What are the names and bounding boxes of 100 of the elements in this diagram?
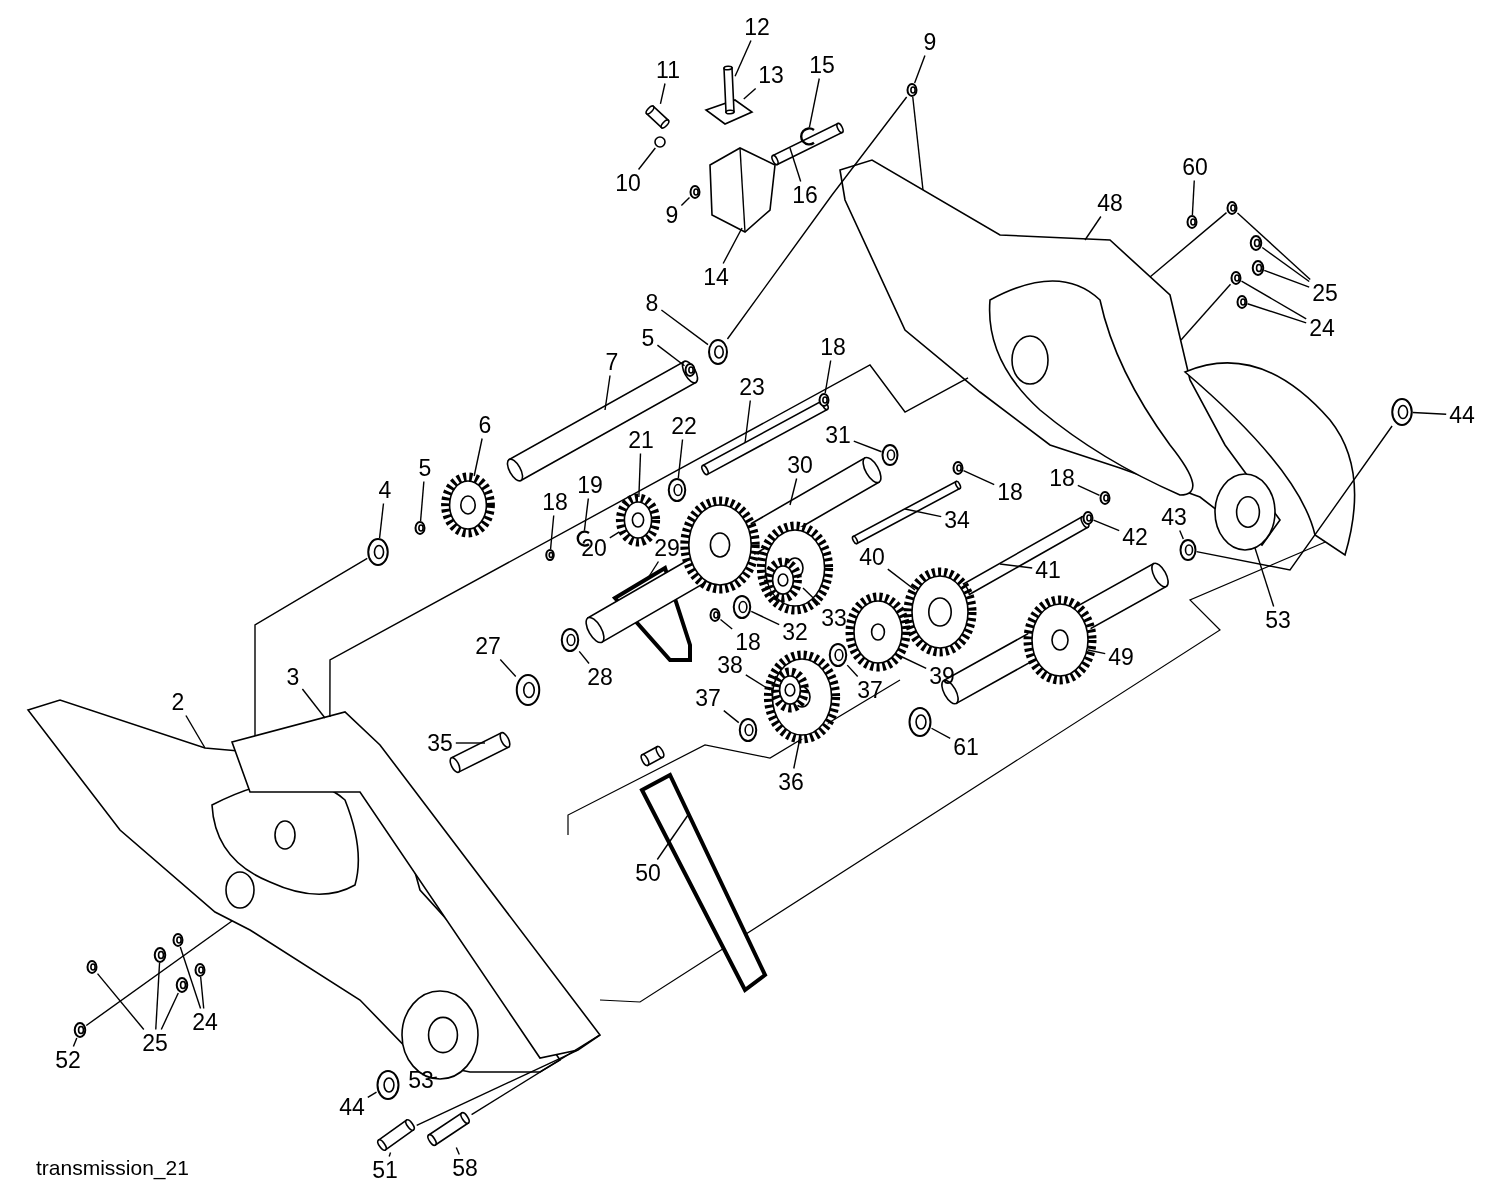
washer	[709, 608, 721, 622]
leader-line	[72, 1037, 78, 1048]
leader-line	[962, 469, 995, 486]
leader-line	[750, 610, 780, 626]
callout-number: 11	[654, 57, 682, 83]
assembly-line	[1195, 425, 1393, 571]
bushing	[667, 478, 687, 502]
callout-number: 28	[585, 664, 615, 690]
bushing	[738, 718, 758, 742]
washer	[952, 461, 964, 475]
spring	[645, 105, 670, 129]
leader-line	[1191, 179, 1195, 216]
callout-number: 31	[823, 422, 853, 448]
leader-line	[1261, 246, 1310, 283]
leader-line	[638, 452, 642, 498]
callout-number: 53	[1263, 607, 1293, 633]
callout-number: 50	[633, 860, 663, 886]
assembly-line	[470, 1034, 601, 1116]
washer	[689, 185, 701, 199]
callout-number: 12	[742, 14, 772, 40]
assembly-line	[1180, 283, 1232, 341]
leader-line	[660, 309, 709, 346]
callout-number: 18	[818, 334, 848, 360]
leader-line	[179, 946, 202, 1010]
callout-number: 42	[1120, 524, 1150, 550]
gear	[441, 472, 495, 538]
leader-line	[301, 688, 326, 719]
sprocket	[845, 592, 911, 672]
nut	[73, 1022, 87, 1038]
leader-line	[578, 650, 590, 665]
callout-number: 18	[1047, 465, 1077, 491]
callout-number: 2	[169, 689, 187, 715]
bolt	[377, 1119, 415, 1151]
leader-line	[1240, 280, 1307, 320]
bushing	[560, 628, 580, 652]
callout-number: 34	[942, 507, 972, 533]
callout-number: 43	[1159, 504, 1189, 530]
callout-number: 25	[1310, 280, 1340, 306]
callout-number: 5	[639, 325, 657, 351]
callout-number: 53	[406, 1067, 436, 1093]
leader-line	[604, 374, 611, 411]
callout-number: 27	[473, 633, 503, 659]
callout-number: 37	[693, 685, 723, 711]
leader-line	[1246, 303, 1307, 324]
leader-line	[897, 654, 927, 670]
sprocket	[1023, 595, 1097, 685]
leader-line	[745, 674, 771, 691]
leader-line	[1236, 212, 1311, 281]
washer	[194, 963, 206, 977]
leader-line	[367, 1091, 378, 1099]
leader-line	[680, 196, 691, 207]
callout-number: 21	[626, 427, 656, 453]
callout-number: 37	[855, 677, 885, 703]
bushing	[828, 643, 848, 667]
callout-number: 7	[603, 349, 621, 375]
washer	[1082, 511, 1094, 525]
leader-line	[185, 714, 206, 749]
leader-line	[808, 77, 820, 129]
bushing	[515, 674, 541, 706]
callout-number: 14	[701, 264, 731, 290]
callout-number: 9	[663, 202, 681, 228]
leader-line	[637, 147, 657, 171]
washer	[1226, 201, 1238, 215]
bushing	[732, 595, 752, 619]
leader-line	[744, 399, 751, 444]
leader-line	[378, 502, 385, 539]
assembly-line	[1149, 211, 1228, 278]
leader-line	[853, 440, 883, 453]
washer	[906, 83, 918, 97]
leader-line	[734, 39, 752, 78]
assembly-line	[85, 920, 233, 1027]
leader-line	[887, 568, 916, 591]
drawing-id: transmission_21	[36, 1156, 189, 1180]
callout-number: 25	[140, 1030, 170, 1056]
leader-line	[656, 814, 689, 861]
cover-plate	[230, 711, 602, 1059]
leader-line	[199, 976, 205, 1010]
bushing	[1391, 398, 1413, 426]
leader-line	[96, 972, 145, 1031]
callout-number: 3	[284, 664, 302, 690]
callout-number: 44	[337, 1094, 367, 1120]
callout-number: 13	[756, 62, 786, 88]
callout-number: 48	[1095, 190, 1125, 216]
leader-line	[1087, 649, 1106, 655]
leader-line	[723, 709, 740, 724]
assembly-line	[329, 364, 969, 718]
callout-number: 24	[190, 1009, 220, 1035]
assembly-line	[254, 557, 368, 737]
washer	[1236, 295, 1248, 309]
callout-number: 20	[579, 535, 609, 561]
leader-line	[789, 477, 798, 506]
callout-number: 15	[807, 52, 837, 78]
pin	[723, 65, 735, 115]
leader-line	[904, 508, 942, 518]
callout-number: 58	[450, 1155, 480, 1181]
callout-number: 33	[819, 605, 849, 631]
bushing	[1179, 539, 1197, 561]
callout-number: 41	[1033, 557, 1063, 583]
leader-line	[1412, 411, 1447, 415]
callout-number: 22	[669, 413, 699, 439]
